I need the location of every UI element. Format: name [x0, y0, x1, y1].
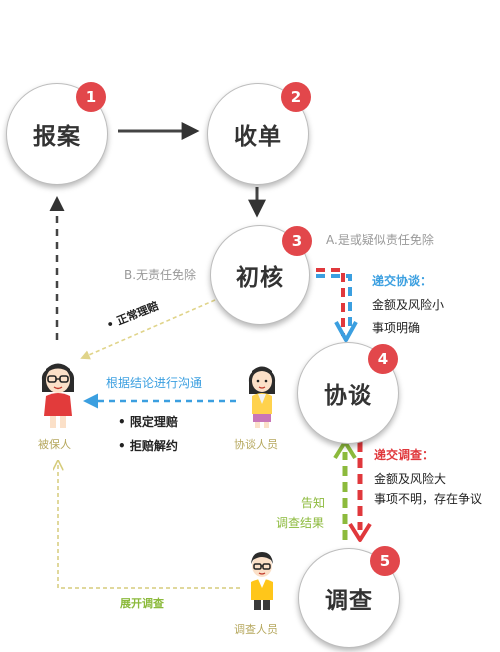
insured-avatar-icon	[41, 363, 75, 428]
badge-4: 4	[368, 344, 398, 374]
annotation-notify-1: 告知	[301, 496, 326, 510]
annotation-submit-talk: 递交协谈：	[372, 274, 433, 288]
arrowhead-review-to-talk	[334, 321, 358, 342]
annotation-b-no-exempt: B.无责任免除	[124, 268, 197, 282]
badge-5: 5	[370, 546, 400, 576]
badge-2: 2	[281, 82, 311, 112]
annotation-talk-cond-2: 事项明确	[372, 321, 421, 335]
node-receive-label: 收单	[234, 124, 282, 150]
insured-label: 被保人	[38, 438, 71, 451]
badge-3: 3	[282, 226, 312, 256]
annotation-inv-cond-2: 事项不明，存在争议	[374, 492, 483, 506]
path-review-to-talk-red	[316, 268, 345, 336]
annotation-communicate: 根据结论进行沟通	[106, 376, 203, 390]
investigator-label: 调查人员	[234, 623, 278, 636]
node-talk-label: 协谈	[324, 383, 372, 409]
node-investigation-label: 调查	[325, 588, 373, 614]
annotation-submit-investigation: 递交调查：	[374, 448, 435, 462]
annotation-refuse-claim: • 拒赔解约	[118, 439, 178, 453]
annotation-talk-cond-1: 金额及风险小	[372, 298, 445, 312]
annotation-start-investigation: 展开调查	[120, 597, 164, 610]
annotation-inv-cond-1: 金额及风险大	[374, 472, 447, 486]
annotation-limited-claim: • 限定理赔	[118, 415, 178, 429]
path-investigator-to-insured	[58, 462, 240, 589]
badge-1: 1	[76, 82, 106, 112]
node-report-label: 报案	[33, 124, 81, 150]
annotation-a-exempt: A.是或疑似责任免除	[326, 233, 434, 247]
negotiator-avatar-icon	[248, 366, 276, 428]
negotiator-label: 协谈人员	[234, 438, 278, 451]
arrow-review-to-insured	[80, 299, 216, 360]
node-review-label: 初核	[236, 265, 284, 291]
annotation-notify-2: 调查结果	[276, 516, 325, 530]
investigator-avatar-icon	[251, 552, 273, 610]
path-review-to-talk-blue	[316, 274, 352, 330]
arrowhead-talk-to-investigation	[348, 522, 372, 542]
